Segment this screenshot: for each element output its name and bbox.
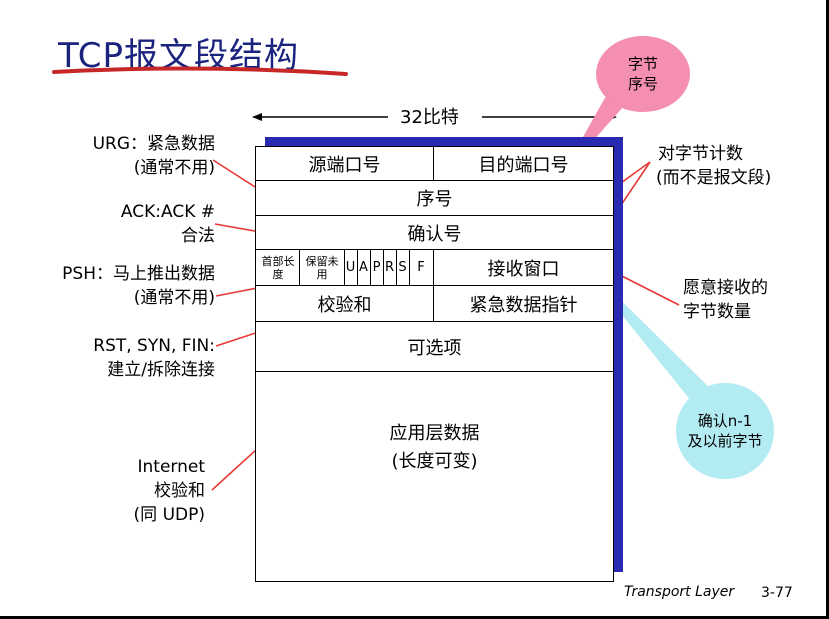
- row-divider: [256, 285, 613, 286]
- annotation-recv-line1: 愿意接收的: [683, 278, 768, 298]
- bubble-ack-line1: 确认n-1: [697, 412, 753, 430]
- col-divider: [344, 249, 345, 285]
- annotation-receive-bytes: 愿意接收的 字节数量: [683, 276, 768, 324]
- annotation-rst-syn-fin: RST, SYN, FIN: 建立/拆除连接: [40, 334, 215, 382]
- row-divider: [256, 371, 613, 372]
- col-divider: [299, 249, 300, 285]
- row-divider: [256, 321, 613, 322]
- title-underline-swoosh: [52, 66, 348, 76]
- width-arrowhead-left: [252, 113, 262, 121]
- annotation-psh-title: PSH：马上推出数据: [62, 264, 215, 284]
- col-divider: [370, 249, 371, 285]
- annotation-internet-checksum: Internet 校验和 (同 UDP): [40, 455, 205, 527]
- annotation-psh-note: (通常不用): [133, 288, 215, 308]
- annotation-inet-title: Internet: [137, 457, 205, 477]
- col-divider: [383, 249, 384, 285]
- ack-n-bubble: 确认n-1 及以前字节: [676, 383, 774, 479]
- col-divider: [409, 249, 410, 285]
- col-divider: [433, 147, 434, 180]
- app-data-note: (长度可变): [391, 451, 478, 472]
- bit-width-label: 32比特: [400, 107, 459, 128]
- row-divider: [256, 249, 613, 250]
- row-divider: [256, 180, 613, 181]
- annotation-count-title: 对字节计数: [658, 144, 743, 164]
- flag-fin: F: [417, 260, 425, 275]
- annotation-urg: URG：紧急数据 (通常不用): [40, 132, 215, 180]
- flag-syn: S: [398, 260, 407, 275]
- sequence-number-field: 序号: [416, 189, 453, 210]
- col-divider: [433, 249, 434, 321]
- page-number: 3-77: [761, 585, 793, 601]
- options-field: 可选项: [407, 337, 462, 359]
- annotation-byte-count: 对字节计数 (而不是报文段): [656, 142, 771, 190]
- receive-window-field: 接收窗口: [487, 258, 560, 280]
- annotation-ack: ACK:ACK # 合法: [40, 200, 215, 248]
- annotation-rst-title: RST, SYN, FIN:: [93, 336, 215, 356]
- col-divider: [396, 249, 397, 285]
- annotation-recv-line2: 字节数量: [683, 302, 751, 322]
- dest-port-field: 目的端口号: [478, 154, 569, 176]
- annotation-inet-note: (同 UDP): [133, 505, 205, 525]
- annotation-urg-title: URG：紧急数据: [92, 134, 215, 154]
- annotation-psh: PSH：马上推出数据 (通常不用): [20, 262, 215, 310]
- annotation-ack-title: ACK:ACK #: [120, 202, 215, 222]
- annotation-rst-note: 建立/拆除连接: [107, 360, 215, 380]
- urgent-pointer-field: 紧急数据指针: [469, 294, 578, 316]
- app-data-field: 应用层数据: [389, 423, 480, 444]
- header-length-field: 首部长度: [261, 254, 295, 281]
- flag-psh: P: [372, 260, 381, 275]
- ack-number-field: 确认号: [407, 223, 462, 245]
- bubble-byte-line1: 字节: [627, 55, 658, 73]
- flag-ack: A: [359, 260, 368, 275]
- checksum-field: 校验和: [317, 294, 372, 316]
- reserved-field: 保留未用: [305, 254, 339, 281]
- annotation-ack-note: 合法: [181, 226, 215, 246]
- tcp-header-diagram: 源端口号 目的端口号 序号 确认号 首部长度 保留未用 U A P R S F …: [255, 146, 614, 582]
- bubble-ack-line2: 及以前字节: [687, 432, 763, 450]
- flag-urg: U: [345, 260, 356, 275]
- source-port-field: 源端口号: [308, 154, 381, 176]
- footer-label: Transport Layer: [624, 584, 735, 600]
- col-divider: [357, 249, 358, 285]
- annotation-inet-checksum: 校验和: [154, 481, 205, 501]
- bubble-byte-line2: 序号: [627, 75, 658, 93]
- annotation-count-note: (而不是报文段): [656, 168, 772, 188]
- annotation-urg-note: (通常不用): [133, 158, 215, 178]
- byte-sequence-bubble: 字节 序号: [596, 36, 690, 112]
- flag-rst: R: [384, 260, 395, 275]
- row-divider: [256, 215, 613, 216]
